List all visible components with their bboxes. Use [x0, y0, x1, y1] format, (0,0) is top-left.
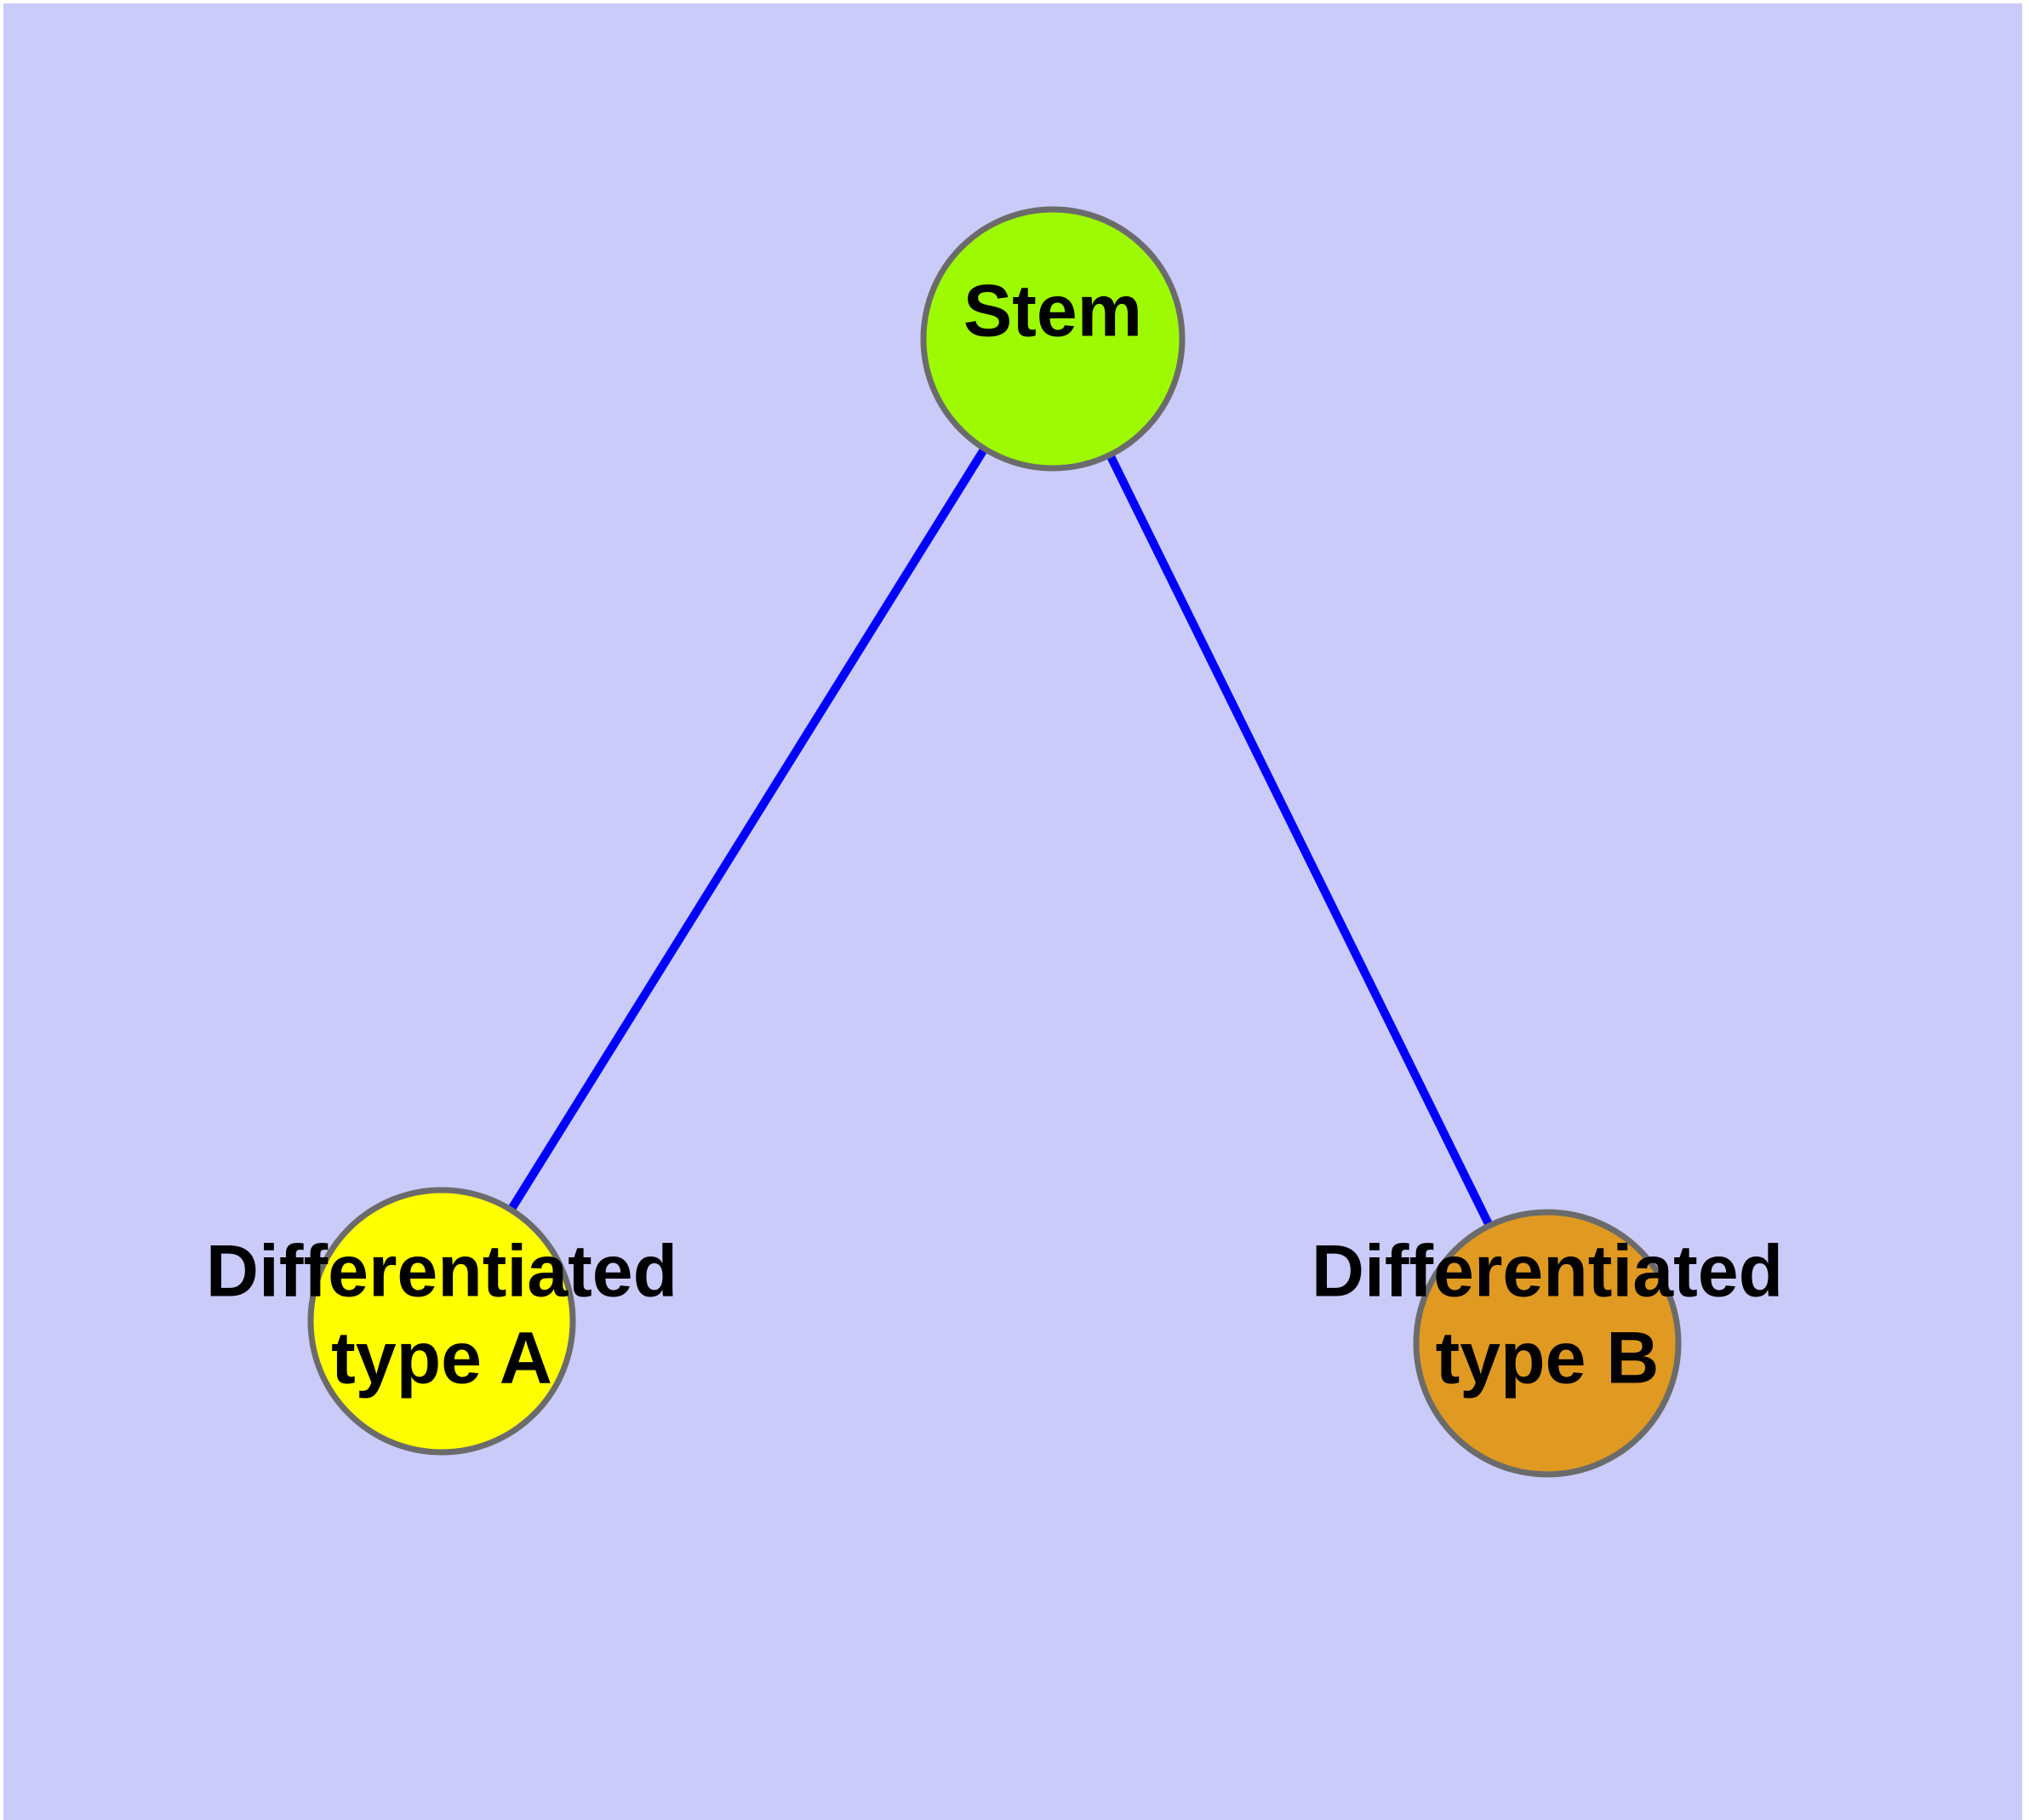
edge-layer — [437, 336, 1552, 1346]
node-stem[interactable] — [920, 206, 1186, 472]
node-type-b-label-line2: type B — [1436, 1318, 1660, 1399]
node-stem-circle[interactable] — [920, 206, 1186, 472]
edge-stem-to-type-a[interactable] — [437, 336, 1057, 1324]
node-layer — [307, 206, 1682, 1478]
node-differentiated-type-a[interactable] — [307, 1187, 576, 1456]
node-differentiated-type-b[interactable] — [1413, 1209, 1682, 1478]
node-type-a-label-line1: Differentiated — [206, 1231, 677, 1313]
edge-stem-to-type-b[interactable] — [1049, 336, 1552, 1346]
node-type-b-label-line1: Differentiated — [1312, 1231, 1783, 1313]
node-type-b-circle[interactable] — [1413, 1209, 1682, 1478]
node-stem-label: Stem — [963, 271, 1142, 352]
node-type-a-circle[interactable] — [307, 1187, 576, 1456]
label-layer: Stem Differentiated type A Differentiate… — [206, 271, 1783, 1399]
node-type-a-label-line2: type A — [331, 1318, 552, 1399]
